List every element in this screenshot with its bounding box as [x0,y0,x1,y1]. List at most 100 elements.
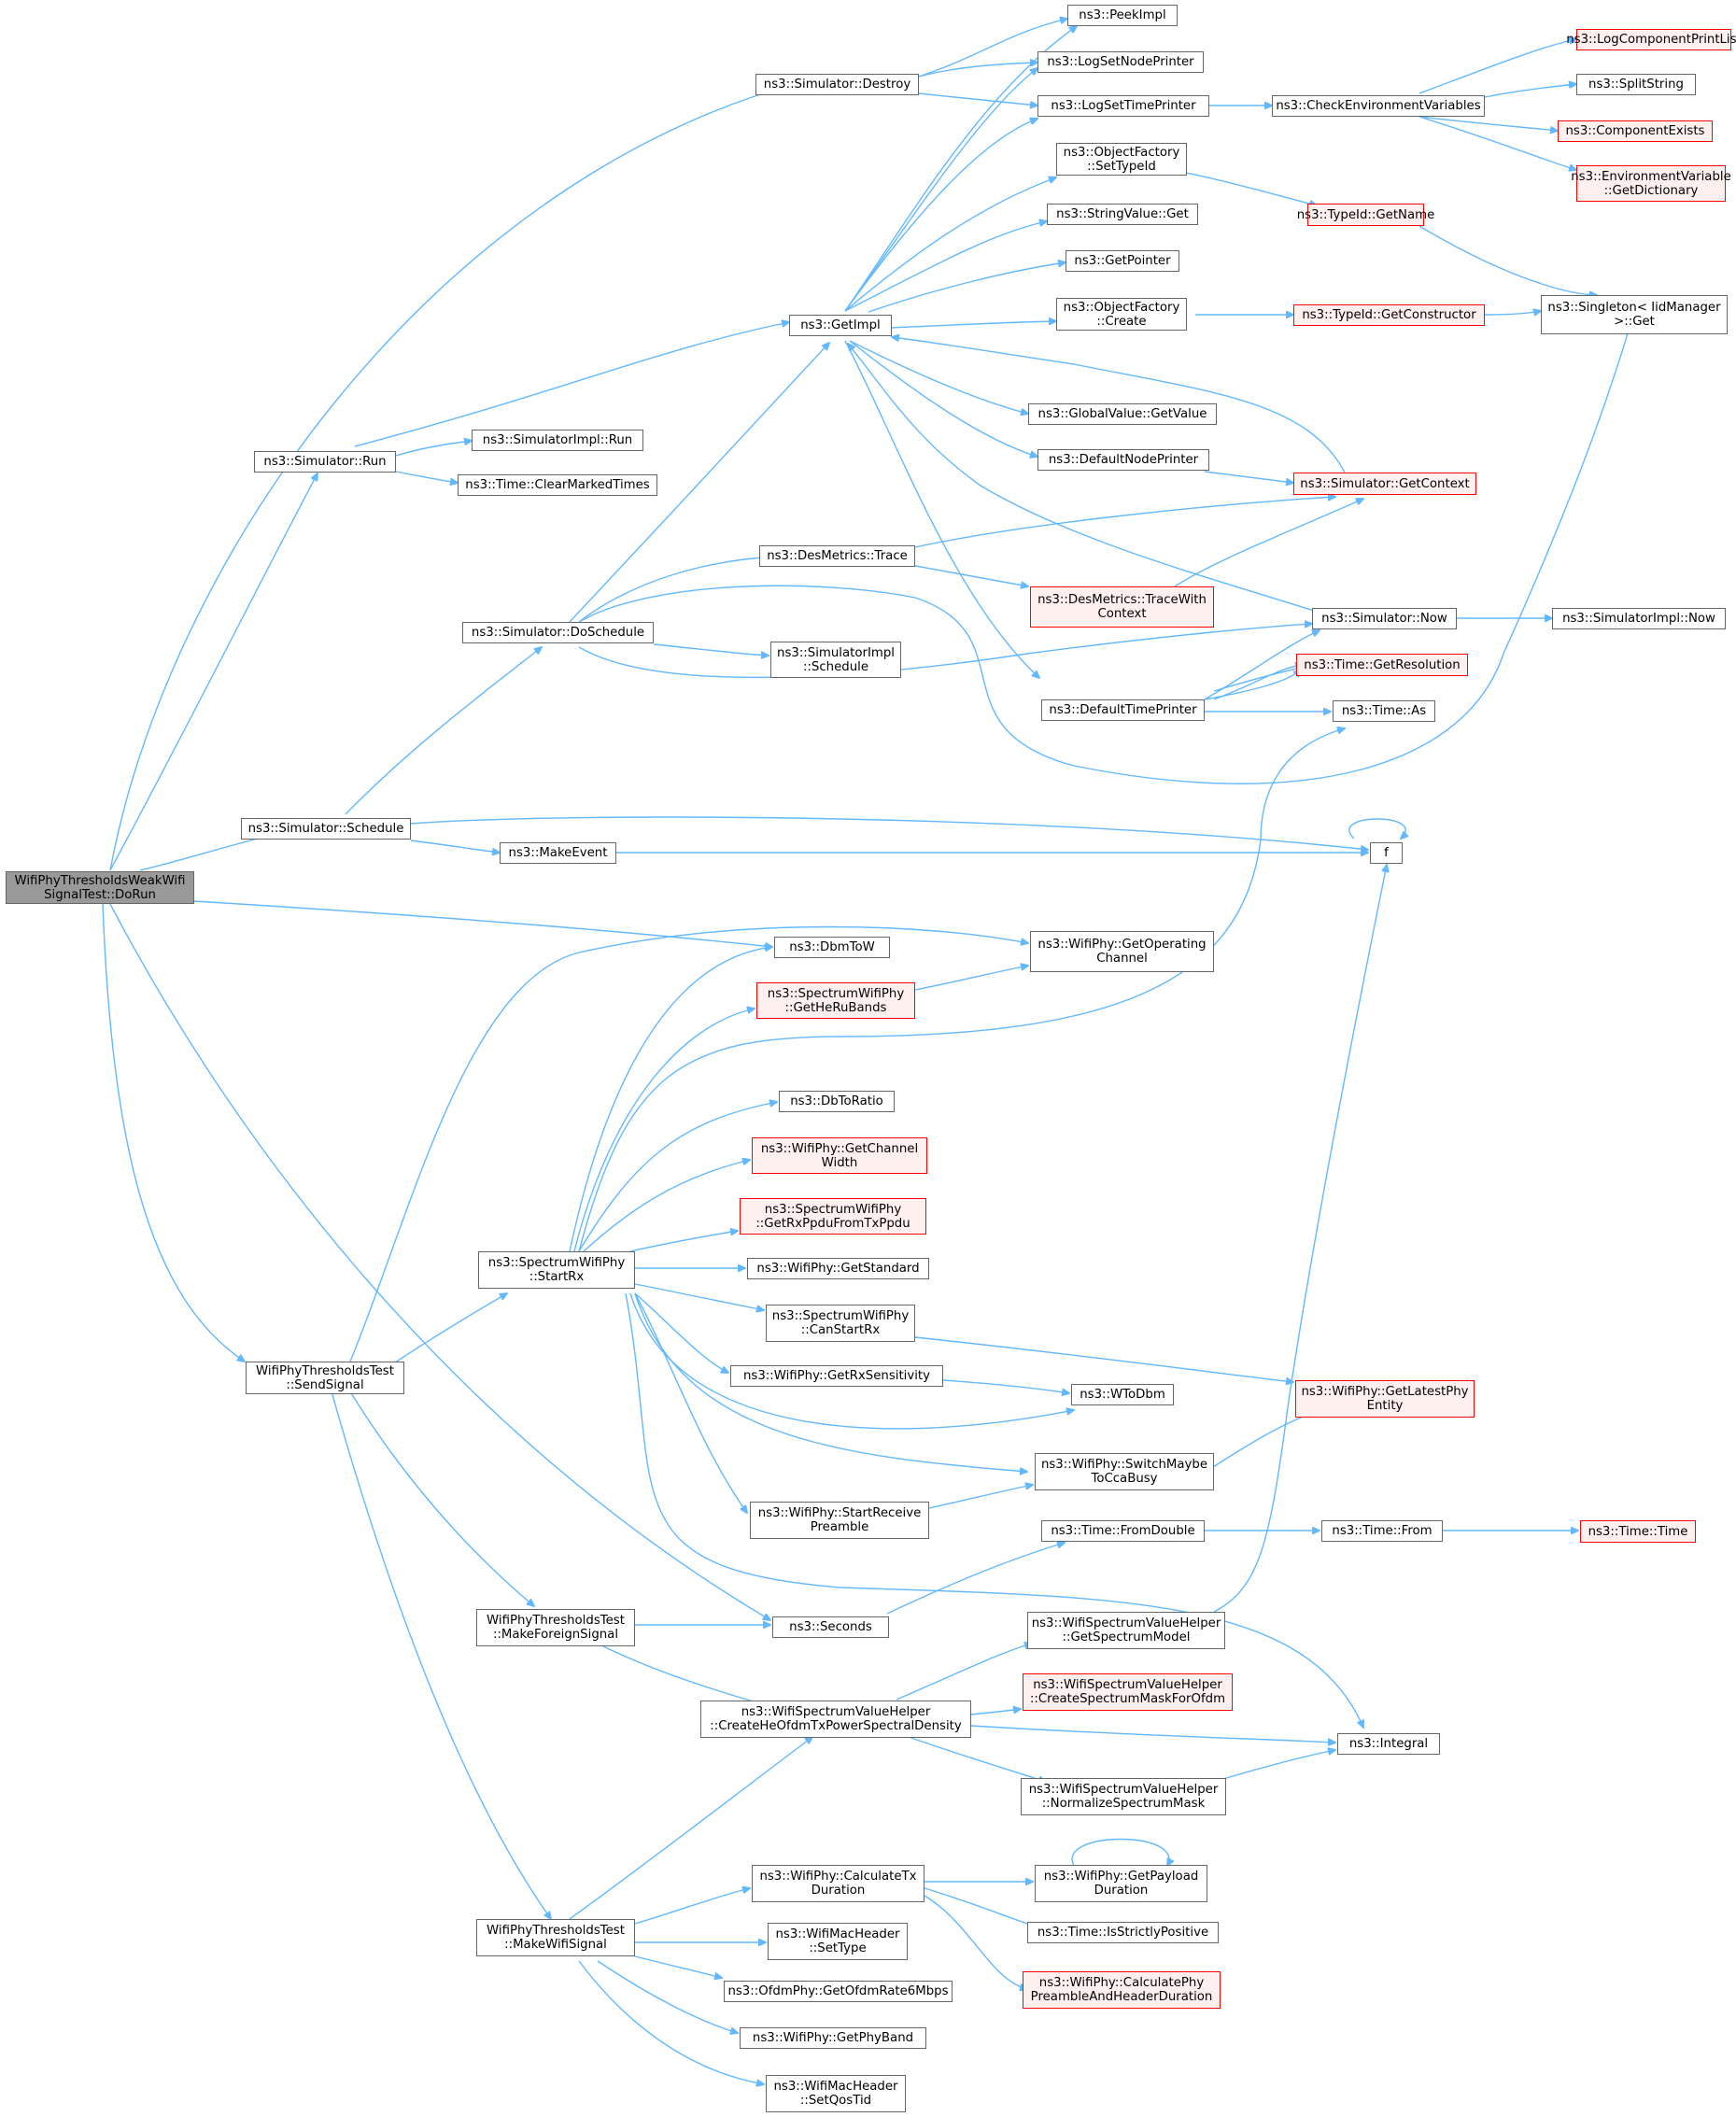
node-createspectrummask[interactable]: ns3::WifiSpectrumValueHelper::CreateSpec… [1023,1673,1233,1711]
node-defaultnodeprinter[interactable]: ns3::DefaultNodePrinter [1037,449,1209,471]
node-singleton-get[interactable]: ns3::Singleton< IidManager >::Get [1541,295,1728,334]
node-line: ns3::CheckEnvironmentVariables [1276,99,1481,113]
node-dbmtow[interactable]: ns3::DbmToW [774,937,890,958]
node-line: ns3::WifiMacHeader [775,1927,900,1941]
node-time-time[interactable]: ns3::Time::Time [1580,1520,1696,1543]
node-sim-now[interactable]: ns3::Simulator::Now [1312,608,1457,629]
edge [891,321,1056,329]
node-integral[interactable]: ns3::Integral [1337,1733,1440,1755]
node-machdr-settype[interactable]: ns3::WifiMacHeader::SetType [768,1923,908,1960]
node-componentexists[interactable]: ns3::ComponentExists [1558,120,1713,142]
node-getpointer[interactable]: ns3::GetPointer [1066,250,1179,272]
edge [1484,311,1541,315]
node-objfactory-create[interactable]: ns3::ObjectFactory::Create [1056,298,1187,331]
node-getherubands[interactable]: ns3::SpectrumWifiPhy::GetHeRuBands [756,982,915,1019]
edge [395,471,458,483]
node-clearmarkedtimes[interactable]: ns3::Time::ClearMarkedTimes [458,474,657,496]
node-logcomponentprintlist[interactable]: ns3::LogComponentPrintList [1566,29,1736,50]
node-checkenvvars[interactable]: ns3::CheckEnvironmentVariables [1272,95,1485,117]
node-defaulttimeprinter[interactable]: ns3::DefaultTimePrinter [1041,699,1205,721]
node-createhepsd[interactable]: ns3::WifiSpectrumValueHelper::CreateHeOf… [700,1701,971,1738]
node-getspectrummodel[interactable]: ns3::WifiSpectrumValueHelper::GetSpectru… [1027,1612,1225,1649]
node-getrxppdufromtxppdu[interactable]: ns3::SpectrumWifiPhy::GetRxPpduFromTxPpd… [740,1198,926,1235]
node-splitstring[interactable]: ns3::SplitString [1576,74,1696,95]
node-simimpl-schedule[interactable]: ns3::SimulatorImpl::Schedule [770,642,901,678]
node-logsetnodeprinter[interactable]: ns3::LogSetNodePrinter [1037,51,1204,73]
node-getimpl[interactable]: ns3::GetImpl [789,315,892,336]
node-line: WifiPhyThresholdsWeakWifi [14,873,186,888]
node-envvar-getdict[interactable]: ns3::EnvironmentVariable::GetDictionary [1571,165,1731,202]
node-line: ns3::Time::Time [1588,1524,1688,1539]
edge [354,322,789,447]
node-makewifisignal[interactable]: WifiPhyThresholdsTest::MakeWifiSignal [476,1919,635,1956]
node-seconds[interactable]: ns3::Seconds [772,1616,889,1638]
node-f[interactable]: f [1370,842,1403,864]
node-line: PreambleAndHeaderDuration [1030,1990,1213,2004]
node-line: ns3::GetPointer [1074,254,1171,268]
node-line: ns3::WifiSpectrumValueHelper [741,1705,931,1719]
node-getstandard[interactable]: ns3::WifiPhy::GetStandard [747,1258,929,1279]
node-sim-destroy[interactable]: ns3::Simulator::Destroy [755,74,919,95]
node-makeforeignsignal[interactable]: WifiPhyThresholdsTest::MakeForeignSignal [476,1609,635,1646]
node-sim-doschedule[interactable]: ns3::Simulator::DoSchedule [462,622,654,643]
edge [914,497,1335,548]
node-line: ns3::SimulatorImpl [777,645,895,660]
node-typeid-getname[interactable]: ns3::TypeId::GetName [1297,204,1434,226]
node-time-getresolution[interactable]: ns3::Time::GetResolution [1296,654,1468,676]
node-sim-getcontext[interactable]: ns3::Simulator::GetContext [1293,473,1476,495]
node-peekimpl[interactable]: ns3::PeekImpl [1067,5,1178,26]
node-time-as[interactable]: ns3::Time::As [1333,700,1435,722]
node-globalvalue-getvalue[interactable]: ns3::GlobalValue::GetValue [1028,403,1217,425]
node-line: ns3::Singleton< IidManager [1547,301,1721,315]
node-line: ns3::StringValue::Get [1056,207,1189,221]
edge [349,925,1028,1362]
edge [970,1709,1021,1715]
node-objfactory-settypeid[interactable]: ns3::ObjectFactory::SetTypeId [1056,143,1187,176]
edge [1204,630,1320,700]
node-canstartrx[interactable]: ns3::SpectrumWifiPhy::CanStartRx [766,1305,915,1342]
node-startrx[interactable]: ns3::SpectrumWifiPhy::StartRx [478,1251,635,1289]
node-send-signal[interactable]: WifiPhyThresholdsTest::SendSignal [246,1362,404,1394]
edge [193,900,772,947]
edge [1185,172,1317,205]
edge [1418,225,1597,295]
node-time-fromdouble[interactable]: ns3::Time::FromDouble [1041,1520,1205,1542]
node-normalizemask[interactable]: ns3::WifiSpectrumValueHelper::NormalizeS… [1021,1778,1226,1815]
node-wtodbm[interactable]: ns3::WToDbm [1071,1384,1174,1405]
node-simimpl-now[interactable]: ns3::SimulatorImpl::Now [1552,608,1726,629]
node-line: ns3::EnvironmentVariable [1571,169,1731,184]
node-sim-run[interactable]: ns3::Simulator::Run [254,451,396,473]
node-dbtoratio[interactable]: ns3::DbToRatio [779,1091,895,1112]
edge [578,557,775,623]
node-getofdmrate6mbps[interactable]: ns3::OfdmPhy::GetOfdmRate6Mbps [724,1981,953,2002]
node-machdr-setqostid[interactable]: ns3::WifiMacHeader::SetQosTid [766,2075,906,2112]
edge [583,1160,750,1252]
node-line: Channel [1096,952,1148,966]
node-getphyband[interactable]: ns3::WifiPhy::GetPhyBand [740,2027,926,2049]
node-line: ns3::Time::GetResolution [1304,657,1461,672]
node-sim-schedule[interactable]: ns3::Simulator::Schedule [241,818,411,840]
node-logsettimeprinter[interactable]: ns3::LogSetTimePrinter [1037,95,1209,117]
node-line: ::Create [1096,314,1147,329]
node-time-from[interactable]: ns3::Time::From [1321,1520,1443,1542]
node-line: SignalTest::DoRun [44,887,156,902]
node-line: WifiPhyThresholdsTest [487,1924,625,1938]
node-simimpl-run[interactable]: ns3::SimulatorImpl::Run [472,430,643,451]
node-makeevent[interactable]: ns3::MakeEvent [500,842,616,864]
node-stringvalue-get[interactable]: ns3::StringValue::Get [1047,204,1198,225]
node-getrxsensitivity[interactable]: ns3::WifiPhy::GetRxSensitivity [730,1365,943,1387]
node-typeid-getconstructor[interactable]: ns3::TypeId::GetConstructor [1293,304,1485,326]
edge [942,1379,1069,1393]
node-desmetrics-trace[interactable]: ns3::DesMetrics::Trace [759,545,915,567]
node-isstrictlypositive[interactable]: ns3::Time::IsStrictlyPositive [1027,1922,1219,1943]
